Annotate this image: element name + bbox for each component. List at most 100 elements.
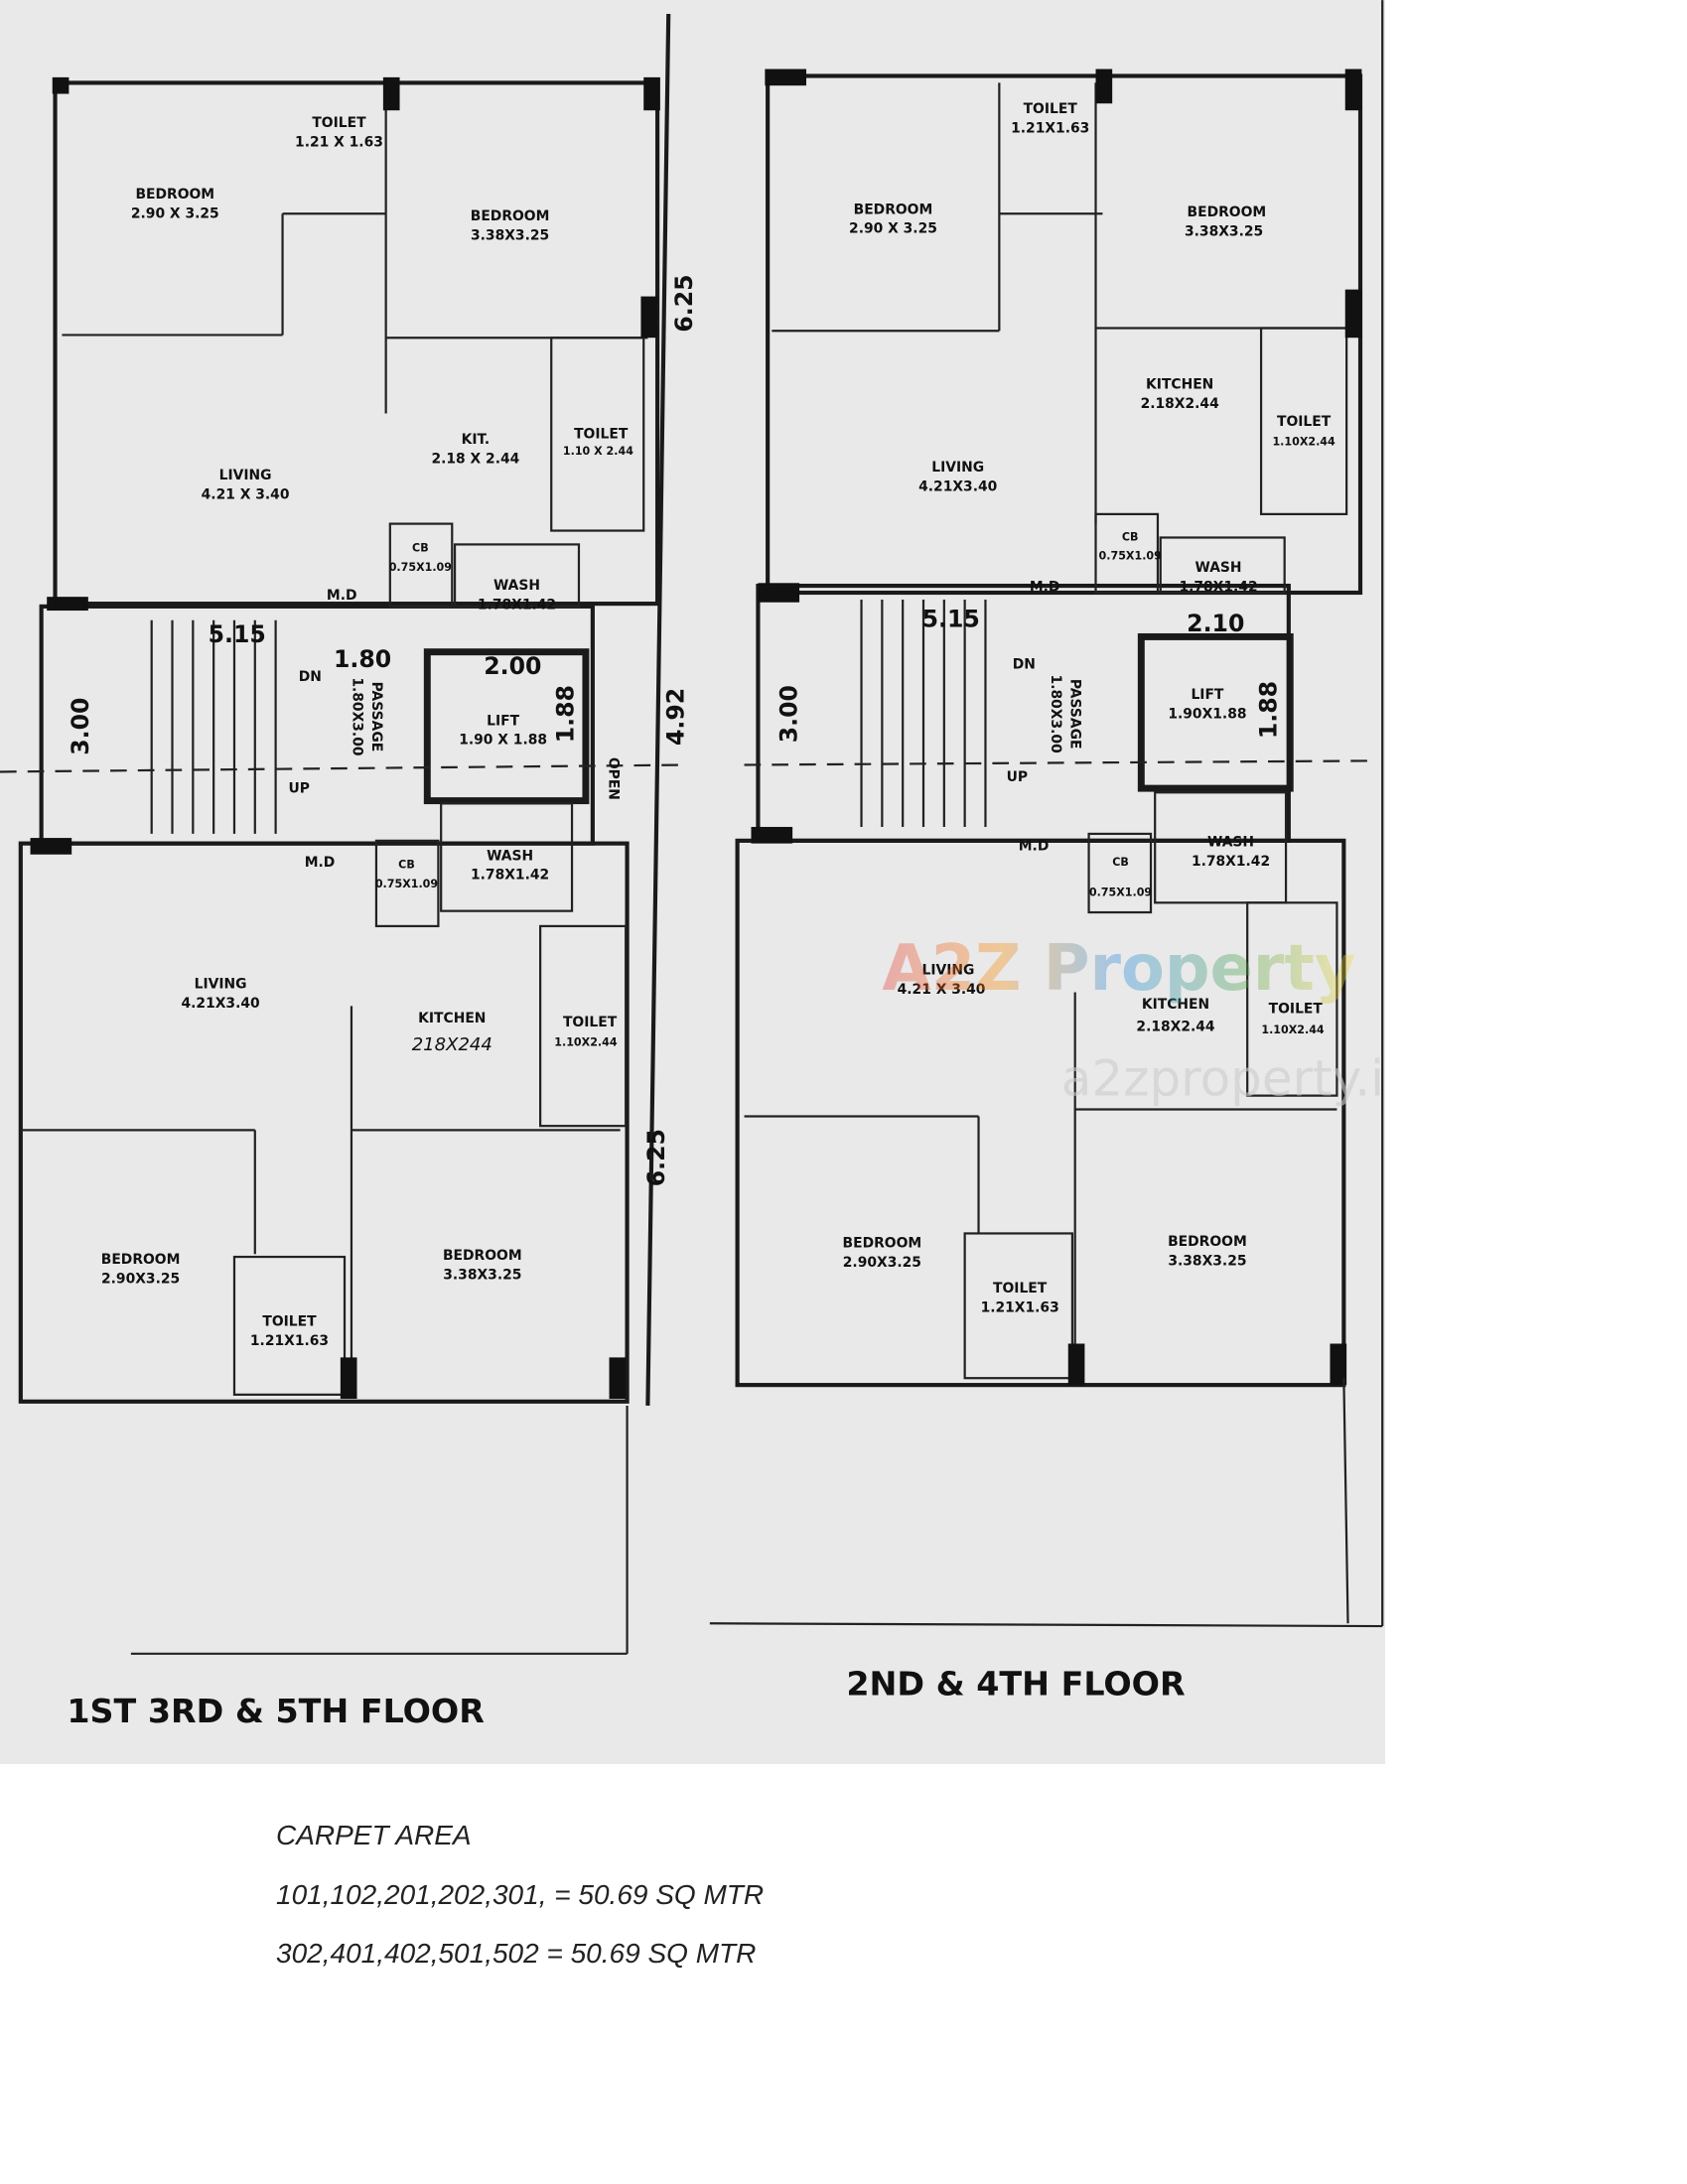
svg-text:3.38X3.25: 3.38X3.25 — [443, 1267, 521, 1283]
carpet-area-heading: CARPET AREA — [276, 1820, 472, 1850]
room-label: KITCHEN 2.18X2.44 — [1136, 997, 1215, 1034]
dimension-label: 5.15 — [209, 620, 266, 648]
svg-text:2.18 X 2.44: 2.18 X 2.44 — [431, 452, 519, 468]
svg-text:CB: CB — [1112, 856, 1129, 869]
svg-text:LIFT: LIFT — [1191, 687, 1223, 703]
svg-text:TOILET: TOILET — [1024, 101, 1078, 117]
room-label: WASH 1.78X1.42 — [1179, 560, 1257, 595]
room-label: LIFT 1.90 X 1.88 — [459, 713, 547, 748]
main-door-label: M.D — [1019, 839, 1050, 855]
svg-text:LIVING: LIVING — [219, 468, 272, 483]
room-label: TOILET 1.21X1.63 — [1011, 101, 1089, 136]
dimension-label: 4.92 — [661, 688, 689, 746]
svg-text:2.90 X 3.25: 2.90 X 3.25 — [131, 205, 219, 221]
svg-text:LIVING: LIVING — [195, 976, 247, 992]
svg-text:KITCHEN: KITCHEN — [418, 1011, 486, 1026]
svg-text:2.90X3.25: 2.90X3.25 — [843, 1255, 921, 1271]
svg-text:1.21 X 1.63: 1.21 X 1.63 — [295, 134, 383, 150]
room-label: BEDROOM 3.38X3.25 — [1185, 205, 1266, 239]
svg-text:TOILET: TOILET — [1269, 1001, 1324, 1017]
svg-text:TOILET: TOILET — [262, 1313, 317, 1329]
room-label: BEDROOM 2.90X3.25 — [101, 1252, 181, 1287]
svg-text:1.21X1.63: 1.21X1.63 — [981, 1300, 1059, 1316]
staircase-left — [150, 619, 277, 834]
svg-text:WASH: WASH — [1195, 560, 1242, 576]
room-label: LIVING 4.21 X 3.40 — [202, 468, 290, 502]
svg-text:1.10 X 2.44: 1.10 X 2.44 — [563, 445, 633, 458]
svg-text:0.75X1.09: 0.75X1.09 — [375, 878, 439, 890]
dimension-label: 1.88 — [551, 685, 579, 743]
svg-text:WASH: WASH — [487, 848, 533, 864]
svg-text:2.18X2.44: 2.18X2.44 — [1141, 396, 1220, 412]
svg-text:BEDROOM: BEDROOM — [1188, 205, 1267, 220]
stair-dn-label: DN — [1013, 656, 1036, 672]
svg-text:3.38X3.25: 3.38X3.25 — [1185, 224, 1263, 240]
svg-text:WASH: WASH — [1207, 834, 1254, 850]
svg-text:0.75X1.09: 0.75X1.09 — [1099, 550, 1163, 563]
svg-text:2.90 X 3.25: 2.90 X 3.25 — [849, 221, 937, 237]
main-door-label: M.D — [1030, 580, 1060, 596]
svg-text:1.80X3.00: 1.80X3.00 — [1048, 675, 1063, 753]
svg-text:TOILET: TOILET — [993, 1281, 1048, 1297]
svg-text:1.78X1.42: 1.78X1.42 — [478, 598, 556, 614]
svg-text:1.21X1.63: 1.21X1.63 — [1011, 120, 1089, 136]
svg-text:BEDROOM: BEDROOM — [101, 1252, 181, 1268]
stair-up-label: UP — [288, 780, 309, 796]
svg-text:CB: CB — [412, 541, 429, 554]
main-door-label: M.D — [305, 855, 336, 871]
dimension-label: 1.88 — [1254, 681, 1282, 739]
dimension-label: 3.00 — [67, 698, 94, 755]
svg-text:1.78X1.42: 1.78X1.42 — [471, 868, 549, 884]
room-label: CB0.75X1.09 — [1099, 530, 1163, 562]
svg-text:3.38X3.25: 3.38X3.25 — [471, 228, 549, 244]
svg-text:LIFT: LIFT — [487, 713, 519, 729]
room-label: CB 0.75X1.09 — [375, 859, 439, 890]
svg-text:4.21 X 3.40: 4.21 X 3.40 — [898, 982, 986, 998]
svg-text:1.78X1.42: 1.78X1.42 — [1192, 854, 1270, 870]
room-label: TOILET 1.10 X 2.44 — [563, 427, 633, 459]
svg-text:2.18X2.44: 2.18X2.44 — [1136, 1019, 1215, 1034]
room-label: CB0.75X1.09 — [389, 541, 453, 573]
svg-text:TOILET: TOILET — [574, 427, 629, 443]
dimension-label: 5.15 — [922, 606, 980, 633]
stair-dn-label: DN — [299, 669, 322, 685]
main-door-label: M.D — [327, 588, 357, 604]
dimension-label: 1.80 — [334, 645, 391, 673]
svg-text:4.21X3.40: 4.21X3.40 — [918, 478, 997, 494]
room-label: TOILET 1.21X1.63 — [981, 1281, 1059, 1315]
carpet-area-line: 101,102,201,202,301, = 50.69 SQ MTR — [276, 1879, 765, 1910]
svg-text:KIT.: KIT. — [462, 432, 491, 448]
svg-text:4.21 X 3.40: 4.21 X 3.40 — [202, 487, 290, 503]
svg-text:WASH: WASH — [493, 578, 540, 594]
svg-text:1.90 X 1.88: 1.90 X 1.88 — [459, 733, 547, 749]
dimension-label: 2.10 — [1187, 610, 1244, 637]
svg-text:BEDROOM: BEDROOM — [1168, 1234, 1247, 1250]
svg-text:1.78X1.42: 1.78X1.42 — [1179, 580, 1257, 596]
dimension-label: 2.00 — [484, 652, 541, 680]
svg-text:2.90X3.25: 2.90X3.25 — [101, 1271, 180, 1287]
svg-text:TOILET: TOILET — [312, 115, 366, 131]
svg-text:PASSAGE: PASSAGE — [368, 682, 384, 752]
svg-text:KITCHEN: KITCHEN — [1142, 997, 1209, 1013]
room-label: CB 0.75X1.09 — [1089, 856, 1153, 899]
room-label: KIT. 2.18 X 2.44 — [431, 432, 519, 467]
svg-text:0.75X1.09: 0.75X1.09 — [1089, 886, 1153, 898]
carpet-area-line: 302,401,402,501,502 = 50.69 SQ MTR — [276, 1938, 757, 1969]
stair-up-label: UP — [1007, 769, 1028, 785]
svg-text:CB: CB — [398, 859, 415, 872]
